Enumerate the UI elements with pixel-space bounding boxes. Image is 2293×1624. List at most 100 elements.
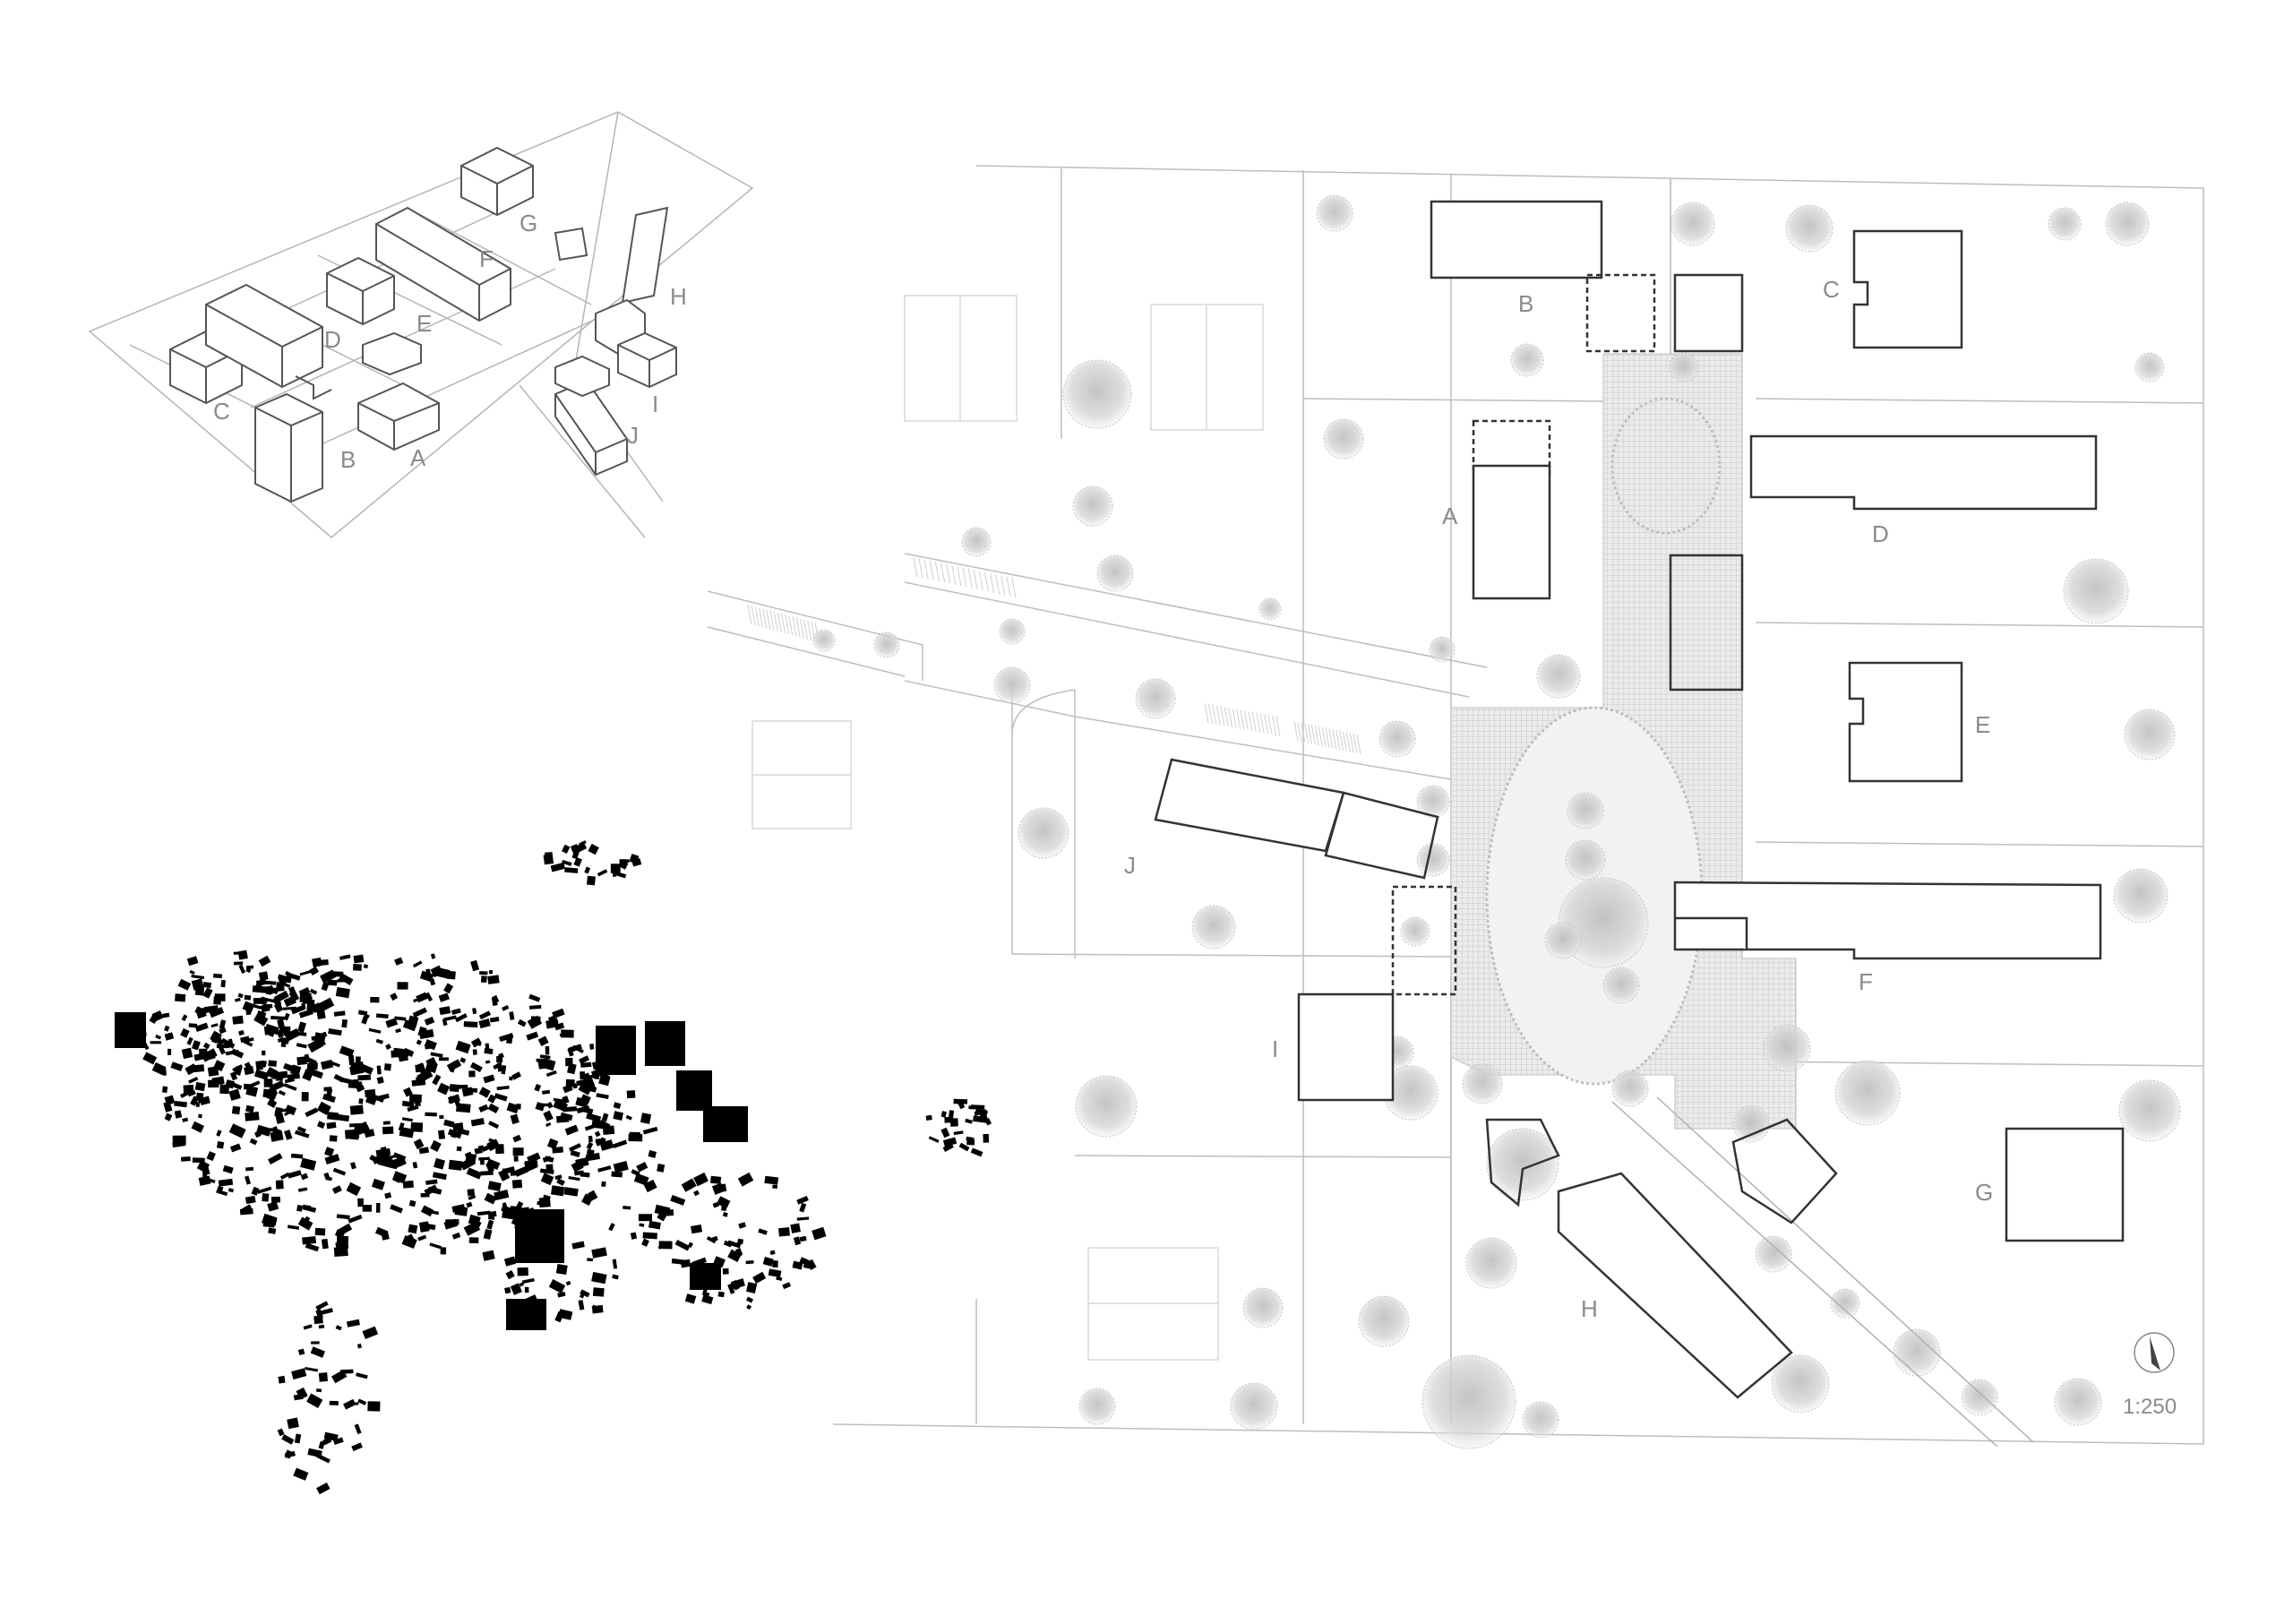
town-building-block [219, 1084, 229, 1095]
town-building-block [316, 1388, 322, 1393]
town-building-block [339, 954, 351, 960]
parking-stripe [769, 610, 775, 631]
town-building-block [597, 869, 608, 877]
town-building-block [432, 1074, 442, 1086]
town-building-block [524, 1286, 529, 1293]
town-building-block [390, 1204, 403, 1214]
town-building-block [527, 1015, 543, 1029]
town-large-building [645, 1021, 685, 1066]
town-building-block [247, 1002, 262, 1010]
parking-stripe [1248, 711, 1253, 732]
town-building-block [164, 1113, 173, 1121]
town-building-block [587, 1085, 597, 1093]
parking-stripe [1207, 703, 1213, 724]
town-building-block [468, 1237, 479, 1243]
town-building-block [438, 1057, 449, 1061]
town-building-block [301, 1092, 309, 1102]
town-building-block [220, 1037, 236, 1049]
town-building-block [273, 990, 289, 1003]
town-building-block [263, 1078, 273, 1087]
town-building-block [528, 1004, 542, 1010]
parking-stripe [754, 606, 760, 627]
town-building-block [424, 1016, 435, 1026]
town-building-block [438, 992, 450, 1002]
town-building-block [745, 1259, 754, 1265]
town-building-block [501, 1065, 507, 1075]
town-building-block [253, 1069, 270, 1080]
town-building-block [545, 1121, 552, 1127]
town-building-block [641, 1238, 649, 1247]
tree-icon [2063, 558, 2129, 624]
parking-stripe [929, 560, 934, 580]
town-building-block [940, 1127, 950, 1139]
town-building-block [346, 1319, 360, 1328]
town-building-block [328, 1027, 342, 1036]
town-building-block [237, 992, 244, 999]
tree-icon [1072, 485, 1113, 527]
parking-stripe [1228, 707, 1233, 728]
tree-icon [1669, 352, 1699, 382]
town-building-block [612, 1259, 618, 1269]
parking-stripe [1264, 714, 1269, 735]
town-building-block [472, 1049, 477, 1055]
tree-icon [1961, 1379, 1998, 1416]
town-building-block [357, 1198, 364, 1207]
town-building-block [478, 1087, 491, 1098]
town-building-block [188, 1023, 198, 1028]
town-building-block [174, 1110, 183, 1119]
town-building-block [504, 1286, 511, 1294]
house-label-c: C [1823, 276, 1840, 303]
parking-stripe [1342, 731, 1347, 752]
town-building-block [545, 852, 554, 861]
tree-icon [1755, 1235, 1792, 1273]
town-building-block [302, 1205, 317, 1213]
town-building-block [611, 1171, 623, 1178]
town-building-block [614, 871, 627, 879]
town-building-block [348, 1080, 363, 1089]
scale-label: 1:250 [2123, 1395, 2177, 1419]
town-building-block [394, 1016, 407, 1021]
parking-stripe [913, 556, 918, 578]
axo-label-d: D [324, 326, 341, 353]
town-building-block [468, 1214, 481, 1226]
town-building-block [657, 1164, 666, 1173]
town-building-block [484, 1047, 494, 1055]
town-building-block [642, 1126, 658, 1135]
house-b [1430, 200, 1744, 353]
town-building-block [367, 1401, 381, 1412]
town-building-block [362, 1326, 379, 1339]
parking-stripe [1328, 728, 1334, 749]
town-building-block [630, 1232, 638, 1240]
town-building-block [321, 1238, 329, 1250]
town-building-block [560, 1112, 573, 1121]
town-building-block [501, 1205, 511, 1214]
sport-courts [751, 295, 1264, 1361]
town-building-block [600, 1137, 606, 1143]
town-building-block [318, 1372, 329, 1382]
diagonal-path [1611, 1096, 2034, 1448]
carport-center [1669, 554, 1744, 692]
town-building-block [468, 1070, 476, 1078]
town-building-block [557, 1291, 566, 1298]
town-building-block [555, 1264, 568, 1276]
town-building-block [727, 1249, 742, 1262]
town-building-block [575, 1096, 589, 1108]
town-building-block [315, 1031, 328, 1040]
town-building-block [717, 1196, 731, 1209]
town-building-block [251, 1186, 260, 1196]
town-building-block [202, 1042, 210, 1050]
town-building-block [425, 1112, 437, 1117]
town-building-block [429, 1242, 442, 1250]
town-building-block [510, 1283, 522, 1295]
town-building-block [589, 1044, 595, 1050]
parking-stripe [1345, 732, 1351, 752]
town-building-block [554, 1310, 564, 1323]
town-building-block [229, 1081, 243, 1090]
town-building-block [468, 1194, 477, 1200]
town-building-block [458, 1084, 468, 1089]
town-building-block [346, 1181, 362, 1197]
parking-stripe [1318, 726, 1323, 746]
town-building-block [674, 1240, 691, 1251]
town-building-block [613, 1111, 623, 1121]
town-building-block [385, 1018, 399, 1028]
